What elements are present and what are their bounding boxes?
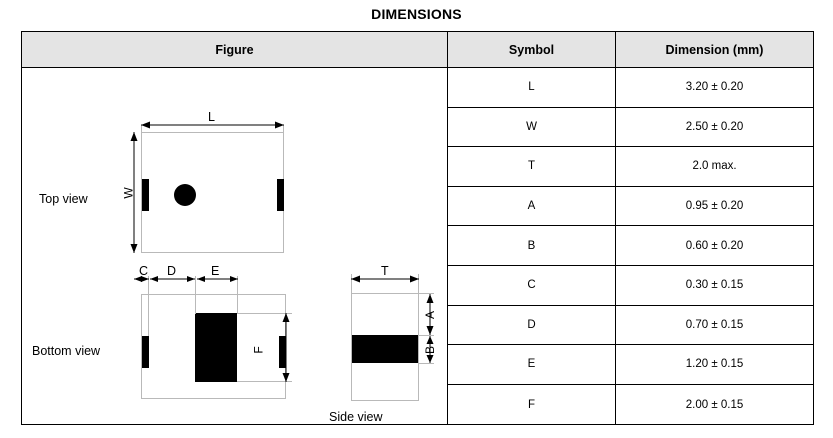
- symbol-cell: W: [448, 108, 615, 148]
- column-header-symbol: Symbol: [447, 32, 615, 67]
- bottom-view-d-label: D: [167, 264, 177, 278]
- dimension-cell: 2.00 ± 0.15: [685, 398, 744, 411]
- dimension-cell: 1.20 ± 0.15: [616, 345, 813, 385]
- page-title: DIMENSIONS: [371, 6, 462, 22]
- top-view-terminal-left: [142, 179, 149, 211]
- side-view-dimension-arrows: [351, 274, 434, 364]
- bottom-view-terminal-right: [279, 336, 286, 368]
- bottom-view-caption: Bottom view: [32, 344, 101, 358]
- bottom-view-dimension-arrows: [134, 276, 290, 382]
- symbol-cell: D: [448, 306, 615, 346]
- column-header-dimension: Dimension (mm): [615, 32, 813, 67]
- symbol-cell: C: [448, 266, 615, 306]
- bottom-view-c-label: C: [139, 264, 149, 278]
- dimension-cell: 3.20 ± 0.20: [616, 68, 813, 108]
- symbol-cell: B: [448, 226, 615, 266]
- bottom-view-e-label: E: [211, 264, 220, 278]
- symbol-cell: T: [448, 147, 615, 187]
- bottom-view-guide-e: [237, 276, 238, 314]
- bottom-view-terminal-left: [142, 336, 149, 368]
- dimension-cell: 2.0 max.: [616, 147, 813, 187]
- symbol-cell: L: [448, 68, 615, 108]
- dimension-cell: 0.30 ± 0.15: [616, 266, 813, 306]
- dimension-cell: 0.95 ± 0.20: [616, 187, 813, 227]
- bottom-view-guide-f-top: [237, 313, 292, 314]
- symbol-cell: A: [448, 187, 615, 227]
- dimension-cell: 2.50 ± 0.20: [616, 108, 813, 148]
- symbol-cell: F: [527, 398, 536, 411]
- side-view-terminal-band: [352, 335, 418, 363]
- side-view-thickness-label: T: [381, 264, 389, 278]
- dimension-cell: 0.60 ± 0.20: [616, 226, 813, 266]
- dimension-cell: 0.70 ± 0.15: [616, 306, 813, 346]
- top-view-polarity-dot: [174, 184, 196, 206]
- dimension-column: 3.20 ± 0.20 2.50 ± 0.20 2.0 max. 0.95 ± …: [615, 68, 813, 424]
- symbol-column: L W T A B C D E F: [447, 68, 615, 424]
- top-view-caption: Top view: [39, 192, 88, 206]
- bottom-view-guide-d: [195, 276, 196, 314]
- side-view-caption: Side view: [329, 410, 383, 424]
- bottom-view-guide-f-bottom: [237, 381, 292, 382]
- top-view-terminal-right: [277, 179, 284, 211]
- bottom-view-center-pad: [195, 313, 237, 382]
- dimensions-table: Figure Symbol Dimension (mm) Top view L …: [21, 31, 814, 425]
- column-header-figure: Figure: [215, 42, 254, 57]
- figure-cell: Top view L W Bottom view: [22, 68, 447, 424]
- bottom-view-guide-c: [148, 276, 149, 336]
- symbol-cell: E: [448, 345, 615, 385]
- table-header-row: Figure Symbol Dimension (mm): [22, 32, 813, 68]
- top-view-length-label: L: [208, 110, 215, 124]
- top-view-dimension-arrows: [130, 121, 284, 253]
